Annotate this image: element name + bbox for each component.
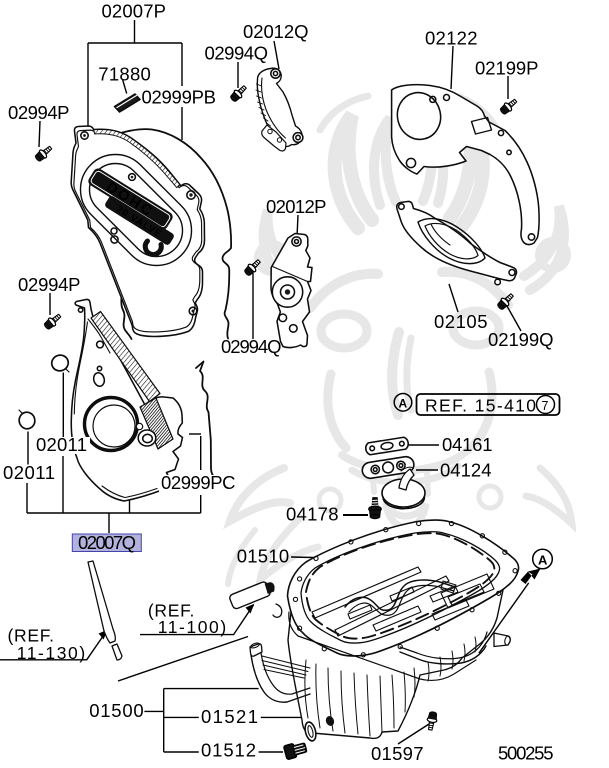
svg-text:02105: 02105 (434, 311, 488, 332)
svg-text:01500: 01500 (89, 700, 144, 721)
svg-text:02012Q: 02012Q (243, 21, 309, 42)
svg-text:(REF.: (REF. (8, 625, 55, 645)
svg-text:02994Q: 02994Q (221, 336, 282, 357)
svg-text:02007Q: 02007Q (78, 532, 136, 553)
svg-text:02012P: 02012P (266, 196, 327, 217)
svg-text:02011: 02011 (36, 434, 88, 455)
svg-text:01597: 01597 (371, 743, 424, 764)
svg-text:02199P: 02199P (475, 57, 539, 78)
svg-text:(REF.: (REF. (148, 600, 195, 620)
svg-text:02999PB: 02999PB (142, 87, 217, 108)
svg-text:02994P: 02994P (8, 102, 70, 123)
svg-text:71880: 71880 (98, 63, 151, 84)
svg-text:02199Q: 02199Q (488, 329, 554, 350)
svg-text:REF. 15-410: REF. 15-410 (425, 395, 536, 415)
svg-text:02011: 02011 (3, 462, 56, 483)
svg-text:A: A (399, 397, 408, 411)
svg-text:11-130): 11-130) (17, 643, 86, 663)
svg-text:02007P: 02007P (102, 1, 167, 22)
svg-text:02994P: 02994P (18, 274, 81, 295)
svg-text:500255: 500255 (498, 742, 554, 763)
svg-text:02994Q: 02994Q (205, 43, 269, 64)
svg-text:02122: 02122 (425, 27, 478, 48)
svg-text:04178: 04178 (286, 503, 339, 524)
svg-text:7: 7 (542, 399, 549, 413)
svg-text:11-100): 11-100) (158, 617, 227, 637)
svg-text:02999PC: 02999PC (161, 472, 236, 493)
svg-text:01512: 01512 (201, 739, 257, 760)
svg-text:01510: 01510 (237, 546, 290, 567)
svg-text:04124: 04124 (440, 460, 492, 481)
svg-text:04161: 04161 (442, 434, 493, 455)
svg-text:A: A (538, 553, 548, 568)
svg-text:01521: 01521 (201, 706, 259, 727)
